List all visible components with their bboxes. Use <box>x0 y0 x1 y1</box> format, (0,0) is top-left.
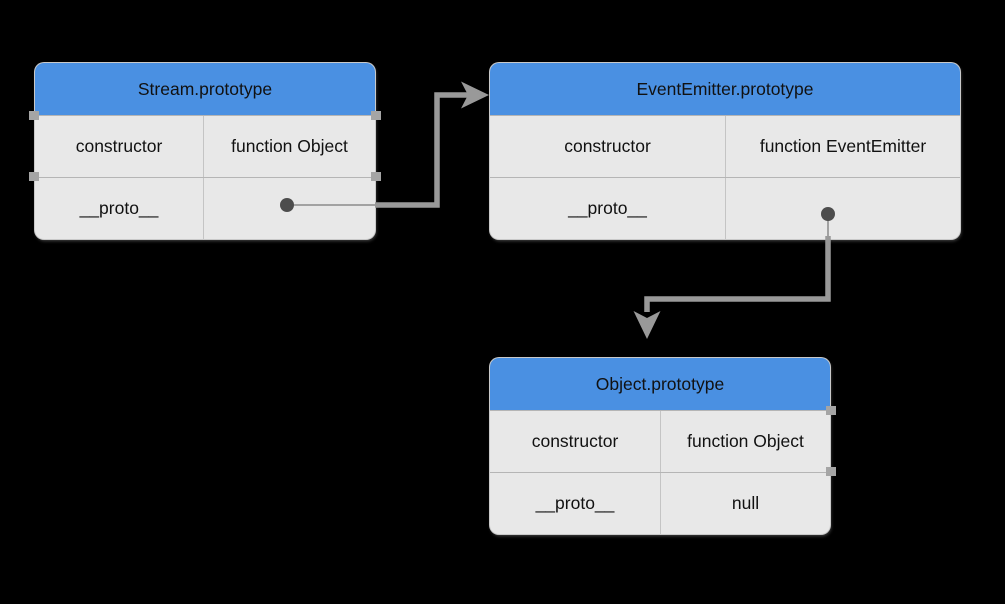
property-key: constructor <box>564 136 651 156</box>
table-row: constructor function EventEmitter <box>490 115 960 177</box>
proto-reference-cell <box>203 178 375 239</box>
stream-prototype-table: Stream.prototype constructor function Ob… <box>29 63 381 239</box>
property-key: __proto__ <box>79 198 159 218</box>
table-row: __proto__ <box>35 177 375 239</box>
proto-reference-cell <box>725 178 960 239</box>
connector-tab <box>371 172 381 181</box>
connector-tab <box>29 172 39 181</box>
property-value: function EventEmitter <box>725 116 960 177</box>
object-prototype-table: Object.prototype constructor function Ob… <box>490 358 836 534</box>
connector-tab <box>826 467 836 476</box>
table-title: Stream.prototype <box>137 78 273 99</box>
table-row: __proto__ null <box>490 472 830 534</box>
table-title: Object.prototype <box>595 373 725 394</box>
property-key: constructor <box>531 431 619 451</box>
eventemitter-prototype-table: EventEmitter.prototype constructor funct… <box>490 63 960 239</box>
connector-line <box>644 236 831 312</box>
property-key: __proto__ <box>535 493 615 513</box>
table-row: constructor function Object <box>35 115 375 177</box>
property-value: function Object <box>660 411 830 472</box>
connector-tab <box>371 111 381 120</box>
arrowhead-right-icon <box>461 81 489 109</box>
eventemitter-prototype-header: EventEmitter.prototype <box>490 63 960 115</box>
stream-prototype-header: Stream.prototype <box>35 63 375 115</box>
property-key: __proto__ <box>568 198 647 218</box>
connector-tab <box>826 406 836 415</box>
object-prototype-header: Object.prototype <box>490 358 830 410</box>
connector-line <box>375 92 468 208</box>
table-row: __proto__ <box>490 177 960 239</box>
arrowhead-down-icon <box>633 311 661 339</box>
property-key: constructor <box>75 136 163 156</box>
property-value: null <box>660 473 830 534</box>
table-title: EventEmitter.prototype <box>636 78 814 99</box>
table-row: constructor function Object <box>490 410 830 472</box>
property-value: function Object <box>203 116 375 177</box>
connector-tab <box>29 111 39 120</box>
